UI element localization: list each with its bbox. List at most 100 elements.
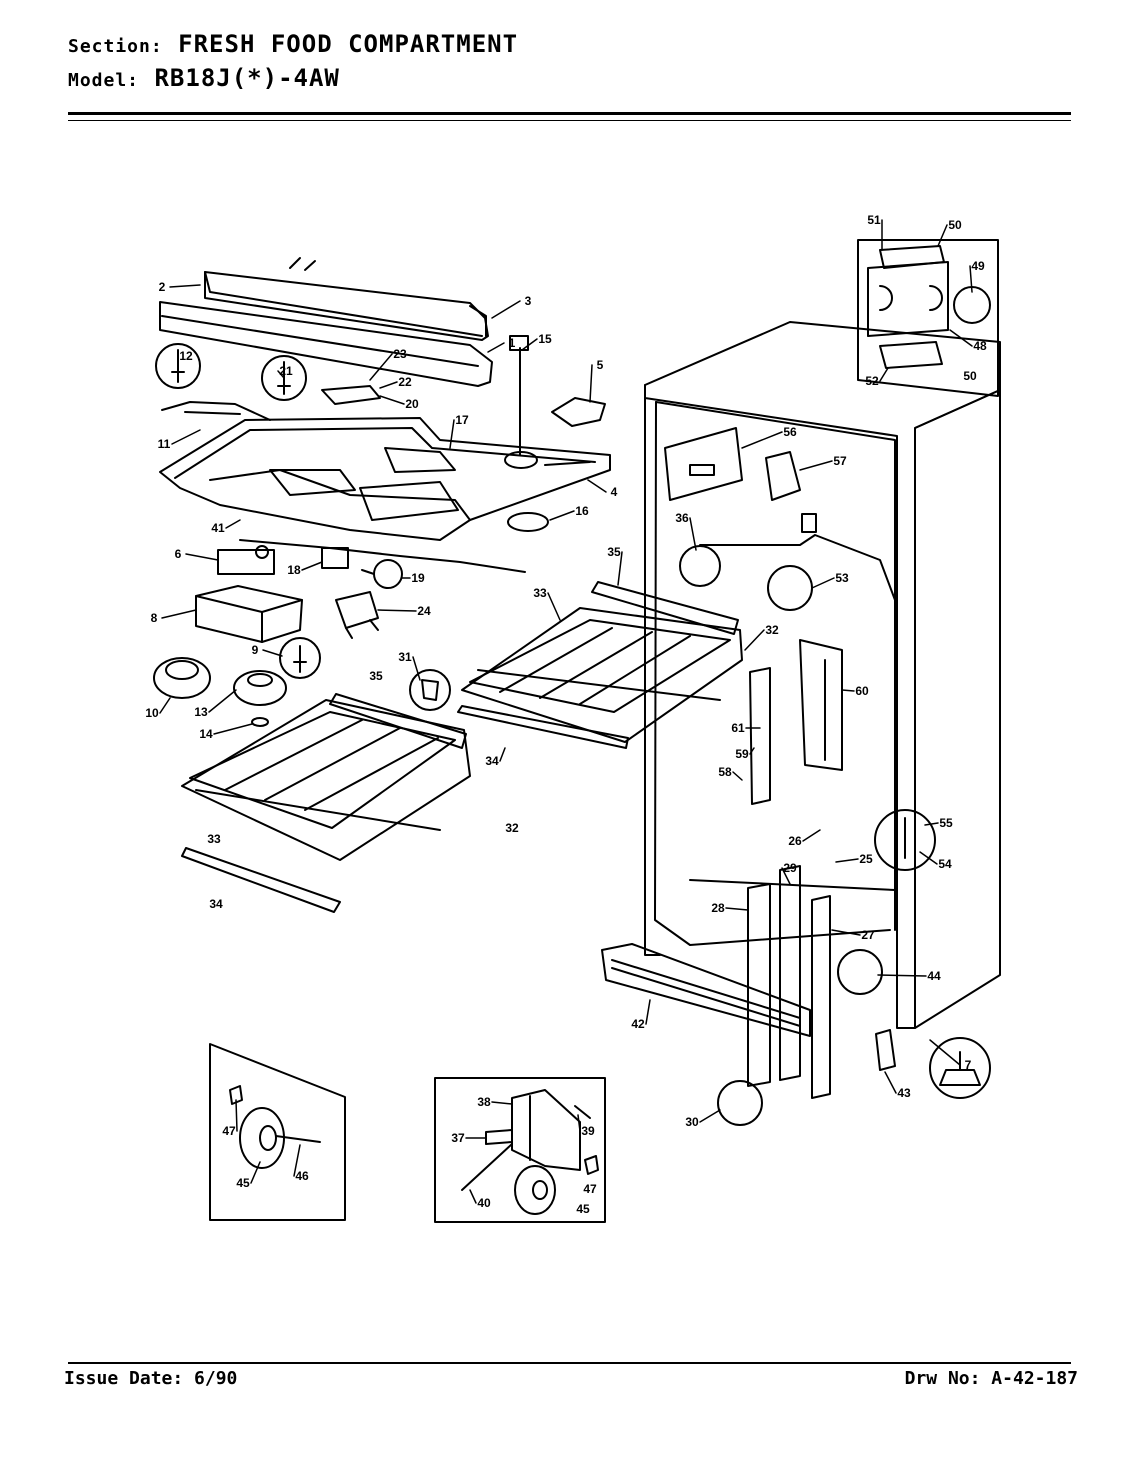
hinge-inset [857, 239, 999, 397]
callout-circle-30 [717, 1080, 763, 1126]
part-label-50: 50 [948, 218, 962, 232]
part-label-47-alt-5: 47 [583, 1182, 597, 1196]
part-label-18: 18 [287, 563, 301, 577]
part-label-43: 43 [897, 1086, 911, 1100]
part-label-31: 31 [398, 650, 412, 664]
leader-31 [412, 656, 421, 681]
part-label-42: 42 [631, 1017, 645, 1031]
bracket-screw [574, 1105, 591, 1119]
shelf-group [181, 581, 743, 913]
grommet-disk [507, 512, 549, 532]
part-label-50-alt-4: 50 [963, 369, 977, 383]
leader-38 [491, 1101, 513, 1105]
leader-50 [937, 224, 948, 247]
part-label-11: 11 [158, 437, 171, 451]
part-label-12: 12 [179, 349, 193, 363]
section-heading: Section: FRESH FOOD COMPARTMENT [68, 30, 518, 58]
thermostat-shaft [255, 545, 269, 559]
part-label-4: 4 [611, 485, 618, 499]
part-label-33-alt-0: 33 [207, 832, 221, 846]
upper-front-trim [457, 705, 629, 749]
leader-41 [225, 519, 241, 529]
bulb-base [361, 569, 375, 575]
roller-hub [259, 1125, 277, 1151]
liner-floor [689, 879, 896, 891]
shelf-support-28 [747, 883, 771, 1087]
control-dial-hub [247, 673, 273, 687]
shelf-support-27 [811, 895, 831, 1099]
leader-15 [521, 338, 538, 351]
leader-25 [835, 858, 859, 863]
leader-42 [645, 999, 651, 1025]
leader-43 [884, 1071, 897, 1094]
control-knob-top [165, 660, 199, 680]
callout-circle-44 [837, 949, 883, 995]
clip-detail-31 [421, 679, 439, 701]
wire-harness [161, 401, 271, 421]
part-label-41: 41 [211, 521, 225, 535]
liner-top [655, 401, 896, 931]
hinge-cover-upper [879, 245, 945, 269]
callout-circle-9 [279, 637, 321, 679]
drawing-number: Drw No: A-42-187 [904, 1368, 1078, 1389]
lower-shelf-crossbar [195, 789, 441, 831]
part-label-30: 30 [685, 1115, 699, 1129]
part-label-34: 34 [485, 754, 499, 768]
control-housing-group [153, 257, 611, 727]
part-label-35-alt-2: 35 [369, 669, 383, 683]
rod-grommet [504, 451, 538, 469]
upper-shelf-crossbar [477, 669, 721, 701]
housing-inner-rim [174, 427, 596, 479]
shelf-support-29 [779, 865, 801, 1081]
leader-59 [749, 747, 755, 755]
hinge-plate [867, 261, 949, 337]
control-box-edges [195, 595, 303, 643]
callout-circle-7 [929, 1037, 991, 1099]
upper-shelf-trim [591, 581, 739, 635]
callout-circle-31 [409, 669, 451, 711]
cabinet-group [601, 321, 1001, 1126]
upper-shelf-grid [469, 619, 731, 713]
rod-knob [509, 335, 529, 351]
part-label-49: 49 [971, 259, 985, 273]
part-label-21: 21 [279, 364, 293, 378]
part-label-8: 8 [151, 611, 158, 625]
part-label-34-alt-1: 34 [209, 897, 223, 911]
leader-23 [369, 353, 393, 381]
part-label-15: 15 [538, 332, 552, 346]
screw-detail-9 [293, 645, 307, 673]
leader-52 [879, 367, 889, 382]
leader-26 [802, 829, 821, 842]
leader-14 [213, 723, 253, 735]
header-rule-thin [68, 120, 1071, 121]
leader-32 [744, 629, 765, 651]
control-box [195, 585, 303, 643]
leader-55 [924, 822, 939, 826]
model-label: Model: [68, 70, 140, 91]
section-label: Section: [68, 36, 163, 57]
leader-18 [301, 561, 323, 571]
part-label-16: 16 [575, 504, 589, 518]
upper-shelf-wires [499, 627, 691, 705]
leader-21 [277, 370, 285, 379]
lamp-socket [321, 547, 349, 569]
leader-8 [161, 609, 197, 619]
control-knob [153, 657, 211, 699]
roller-bracket [511, 1089, 581, 1171]
part-label-37: 37 [451, 1131, 465, 1145]
left-rail [749, 667, 771, 805]
mounting-bracket [159, 301, 493, 387]
part-label-3: 3 [525, 294, 532, 308]
axle-bolt [461, 1143, 513, 1191]
leader-28 [725, 907, 749, 911]
leader-5 [589, 364, 593, 403]
bracket-tab [485, 1129, 513, 1145]
liner-divider [699, 534, 896, 601]
section-title: FRESH FOOD COMPARTMENT [178, 30, 519, 58]
roller-inset-center [434, 1077, 606, 1223]
leader-44 [877, 974, 927, 977]
base-grille [601, 943, 811, 1037]
leader-24 [377, 609, 417, 612]
bracket-43 [875, 1029, 896, 1071]
part-label-58: 58 [718, 765, 732, 779]
